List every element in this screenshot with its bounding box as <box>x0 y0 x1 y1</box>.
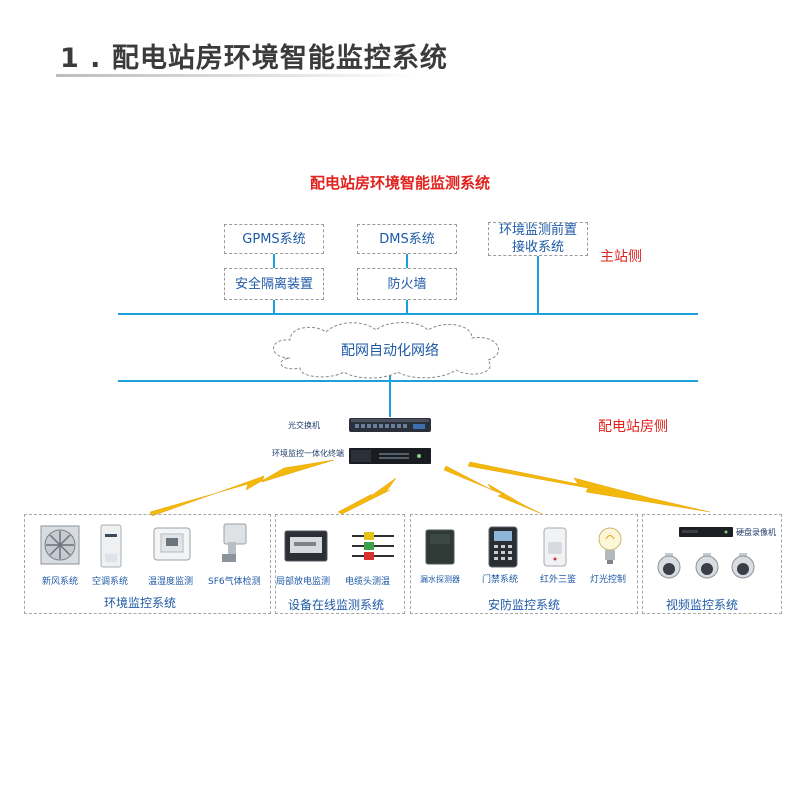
dome-camera-icon <box>657 553 681 579</box>
group-env-monitoring <box>24 514 271 614</box>
optical-switch-icon <box>349 418 431 432</box>
firewall-box: 防火墙 <box>357 268 457 300</box>
item-label-air-conditioner: 空调系统 <box>92 577 129 587</box>
dms-system-box: DMS系统 <box>357 224 457 254</box>
water-leak-detector-icon <box>425 529 455 565</box>
cable-head-temp-sensor-icon <box>352 532 394 560</box>
item-label-infrared: 红外三鉴 <box>540 575 577 585</box>
connector-firewall-bus <box>406 300 408 314</box>
item-label-temp-humidity: 温湿度监测 <box>148 577 194 587</box>
item-label-fresh-air: 新风系统 <box>42 577 79 587</box>
item-label-access-control: 门禁系统 <box>482 575 519 585</box>
temp-humidity-sensor-icon <box>153 527 191 561</box>
light-bulb-icon <box>598 527 622 564</box>
lightning-bolt-icon <box>337 477 397 515</box>
gpms-system-box: GPMS系统 <box>224 224 324 254</box>
optical-switch-label: 光交换机 <box>288 421 320 430</box>
network-cloud-icon <box>273 322 500 379</box>
group-video-monitoring <box>642 514 782 614</box>
diagram-title: 配电站房环境智能监测系统 <box>309 174 490 192</box>
item-label-sf6: SF6气体检测 <box>208 577 261 587</box>
group-security-monitoring <box>410 514 638 614</box>
group-label-equipment: 设备在线监测系统 <box>288 598 385 612</box>
security-isolation-box: 安全隔离装置 <box>224 268 324 300</box>
item-label-water-leak: 漏水探测器 <box>420 575 460 584</box>
env-terminal-icon <box>349 448 431 464</box>
group-equipment-online <box>275 514 405 614</box>
main-station-side-label: 主站侧 <box>600 249 642 265</box>
lightning-bolt-icon <box>443 465 543 515</box>
substation-bus <box>118 380 698 382</box>
nvr-recorder-icon <box>679 527 733 537</box>
item-label-lighting: 灯光控制 <box>590 575 627 585</box>
sf6-gas-detector-icon <box>222 523 247 562</box>
air-conditioner-icon <box>100 524 122 568</box>
lightning-bolt-icon <box>467 461 711 513</box>
nvr-label: 硬盘录像机 <box>736 528 776 537</box>
fresh-air-fan-icon <box>40 525 80 565</box>
connector-dms <box>406 254 408 268</box>
group-label-env: 环境监控系统 <box>104 596 177 610</box>
bus-switch-connector <box>389 381 391 417</box>
access-control-icon <box>488 526 518 568</box>
env-terminal-label: 环境监控一体化终端 <box>272 449 344 458</box>
dome-camera-icon <box>731 553 755 579</box>
network-cloud-label: 配网自动化网络 <box>341 343 439 359</box>
dome-camera-icon <box>695 553 719 579</box>
env-front-receiving-box: 环境监测前置接收系统 <box>488 222 588 256</box>
main-station-bus <box>118 313 698 315</box>
group-label-security: 安防监控系统 <box>488 598 561 612</box>
page-title: 1 . 配电站房环境智能监控系统 <box>60 43 448 74</box>
substation-side-label: 配电站房侧 <box>598 419 668 435</box>
partial-discharge-monitor-icon <box>284 530 328 562</box>
lightning-bolt-icon <box>149 459 335 517</box>
connector-gpms <box>273 254 275 268</box>
infrared-detector-icon <box>543 527 567 567</box>
item-label-partial-discharge: 局部放电监测 <box>276 577 331 587</box>
connector-isolation-bus <box>273 300 275 314</box>
connector-env-front-bus <box>537 256 539 314</box>
item-label-cable-head: 电缆头测温 <box>345 577 391 587</box>
group-label-video: 视频监控系统 <box>666 598 739 612</box>
title-underline <box>56 74 420 77</box>
